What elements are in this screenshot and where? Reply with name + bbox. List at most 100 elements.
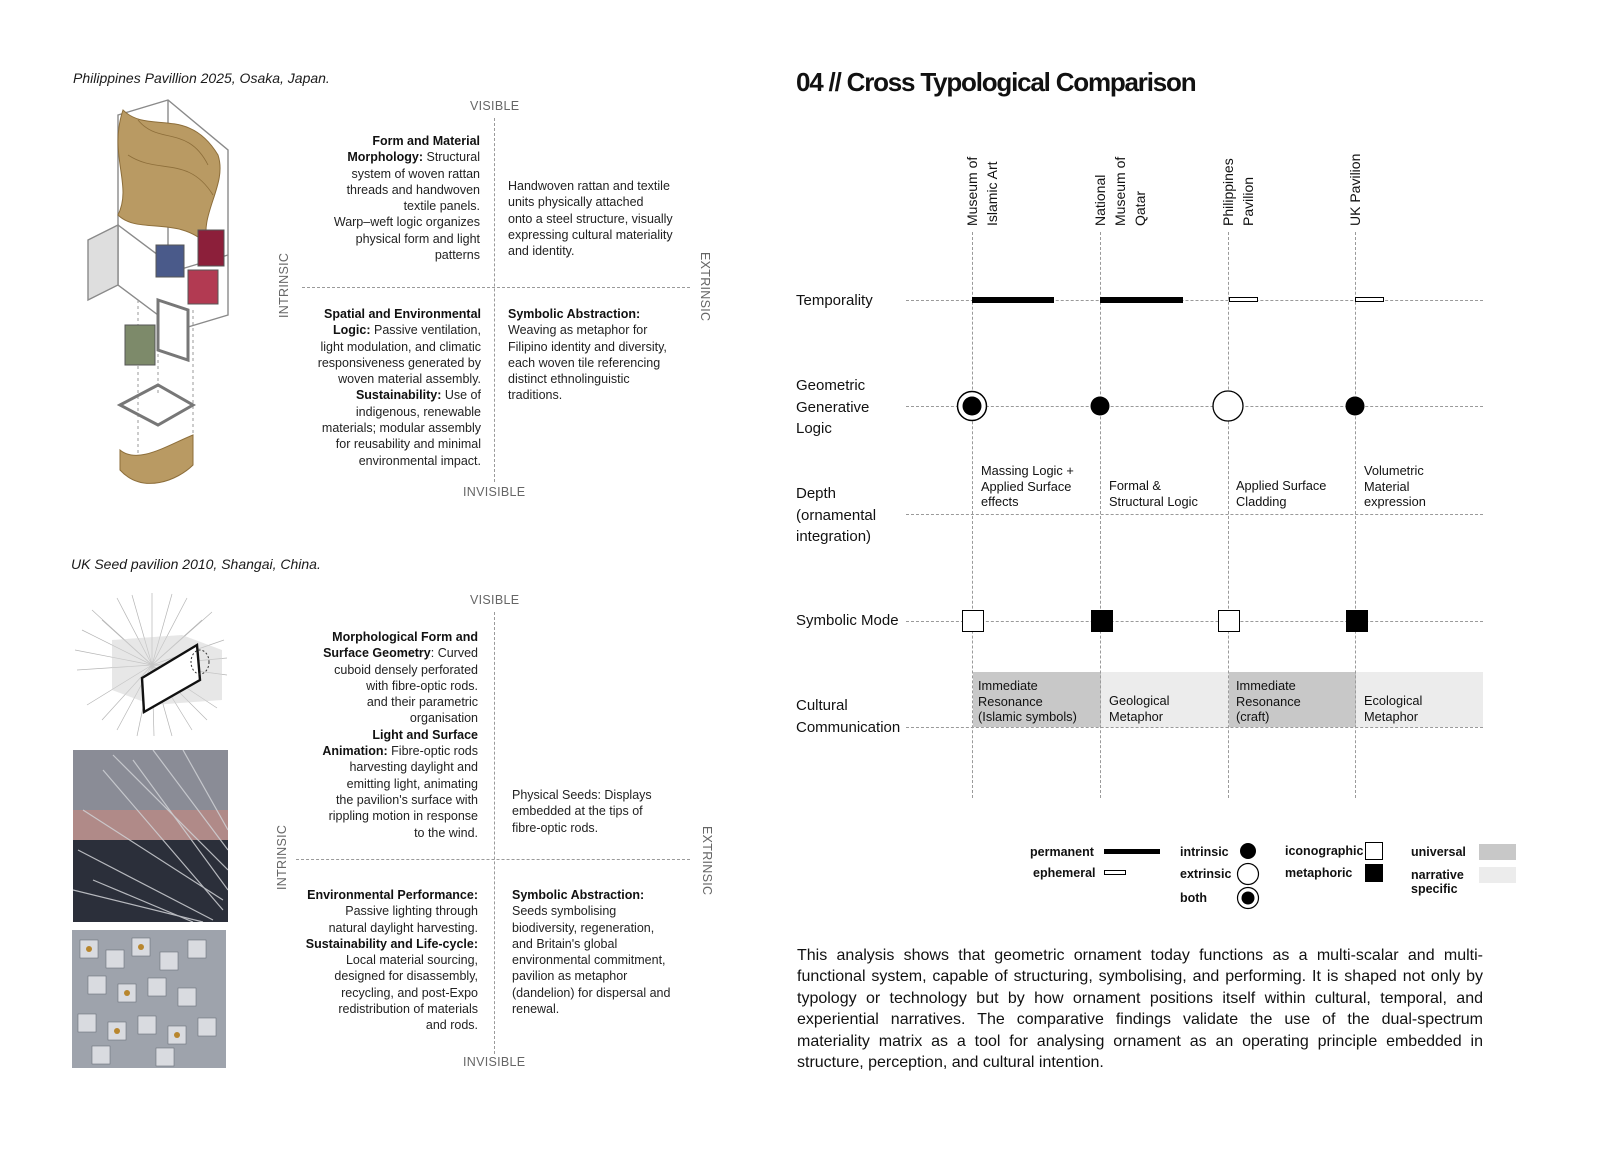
uk-rods-photo (73, 750, 228, 922)
uk-quadrant-invisible-extrinsic: Symbolic Abstraction: Seeds symbolising … (512, 887, 697, 1017)
uk-quadrant-invisible-intrinsic: Environmental Performance: Passive light… (290, 887, 478, 1034)
q1-heading: Form and Material (372, 134, 480, 148)
q2-line: onto a steel structure, visually (508, 211, 698, 227)
row-guide-depth (906, 514, 1483, 515)
uk-q3-line: redistribution of materials (290, 1001, 478, 1017)
legend-narrative-specific-label: narrative specific (1411, 868, 1464, 896)
uk-q4-line: Seeds symbolising (512, 903, 697, 919)
geometric-mark-extrinsic (1211, 389, 1245, 423)
column-label-line: Museum of (1110, 157, 1130, 226)
depth-cell-line: Volumetric (1364, 463, 1426, 479)
q1-line: physical form and light (300, 231, 480, 247)
q4-line: each woven tile referencing (508, 355, 698, 371)
legend-both-label: both (1180, 891, 1207, 905)
uk-q1-line: with fibre-optic rods. (300, 678, 478, 694)
page-title: 04 // Cross Typological Comparison (796, 67, 1195, 98)
column-label-line: National (1090, 157, 1110, 226)
q3-line: indigenous, renewable (290, 404, 481, 420)
uk-seed-cathedral-illustration (72, 590, 232, 740)
q1-text: Structural (427, 150, 481, 164)
q2-line: units physically attached (508, 194, 698, 210)
q3-text: Passive ventilation, (374, 323, 481, 337)
uk-q1-line: emitting light, animating (300, 776, 478, 792)
uk-q1-text: : Curved (431, 646, 478, 660)
depth-cell-line: Cladding (1236, 494, 1326, 510)
q3-line: light modulation, and climatic (290, 339, 481, 355)
legend-universal-label: universal (1411, 845, 1466, 859)
uk-q4-line: biodiversity, regeneration, (512, 920, 697, 936)
uk-q3-line: Passive lighting through (290, 903, 478, 919)
uk-q4-line: and Britain's global (512, 936, 697, 952)
q1-heading-2: Morphology: (347, 150, 423, 164)
uk-q3-line: designed for disassembly, (290, 968, 478, 984)
column-label-uk-pavilion: UK Pavilion (1345, 154, 1365, 226)
q3-line: responsiveness generated by (290, 355, 481, 371)
legend-metaphoric-swatch (1365, 864, 1383, 882)
row-guide-cultural (906, 727, 1483, 728)
row-guide-symbolic (906, 621, 1483, 622)
temporality-mark-permanent (972, 297, 1054, 303)
philippines-quadrant-invisible-extrinsic: Symbolic Abstraction: Weaving as metapho… (508, 306, 698, 404)
cultural-cell-line: Immediate (1236, 678, 1301, 694)
philippines-invisible-label: INVISIBLE (463, 485, 525, 499)
row-label-line: Logic (796, 418, 869, 440)
uk-q2-line: embedded at the tips of (512, 803, 692, 819)
symbolic-mark-iconographic (1218, 610, 1240, 632)
uk-q1-heading: Morphological Form and (332, 630, 478, 644)
uk-q2-line: Physical Seeds: Displays (512, 787, 692, 803)
cultural-cell-line: Geological (1109, 693, 1169, 709)
column-label-philippines-pavilion: Philippines Pavilion (1218, 158, 1258, 226)
row-label-line: Depth (796, 483, 876, 505)
philippines-caption: Philippines Pavillion 2025, Osaka, Japan… (73, 70, 330, 86)
column-label-line: UK Pavilion (1345, 154, 1365, 226)
q4-line: Filipino identity and diversity, (508, 339, 698, 355)
uk-q1-line: and their parametric (300, 694, 478, 710)
row-guide-geometric (906, 406, 1483, 407)
row-label-cultural-communication: Cultural Communication (796, 695, 900, 738)
column-label-museum-islamic-art: Museum of Islamic Art (962, 157, 1002, 226)
column-label-line: Pavilion (1238, 158, 1258, 226)
uk-q1-line: organisation (300, 710, 478, 726)
uk-q4-line: (dandelion) for dispersal and (512, 985, 697, 1001)
column-guide (1100, 232, 1101, 798)
uk-seeds-photo (72, 930, 226, 1068)
cultural-cell-line: Immediate (978, 678, 1077, 694)
row-label-line: Symbolic Mode (796, 610, 899, 632)
row-label-line: Temporality (796, 290, 873, 312)
uk-q3-heading-2: Sustainability and Life-cycle: (306, 937, 478, 951)
row-label-symbolic-mode: Symbolic Mode (796, 610, 899, 632)
uk-caption: UK Seed pavilion 2010, Shangai, China. (71, 556, 321, 572)
uk-q3-line: natural daylight harvesting. (290, 920, 478, 936)
legend-permanent-label: permanent (1030, 845, 1094, 859)
row-label-depth: Depth (ornamental integration) (796, 483, 876, 548)
uk-q1-line: rippling motion in response (300, 808, 478, 824)
row-label-line: Generative (796, 397, 869, 419)
cultural-cell-line: (Islamic symbols) (978, 709, 1077, 725)
uk-q1-heading-2: Surface Geometry (323, 646, 431, 660)
uk-extrinsic-label: EXTRINSIC (700, 826, 714, 895)
uk-quadrant-visible-intrinsic: Morphological Form and Surface Geometry:… (300, 629, 478, 841)
uk-q4-line: pavilion as metaphor (512, 968, 697, 984)
philippines-exploded-axonometric (78, 95, 258, 500)
legend-narrative-line: specific (1411, 882, 1464, 896)
legend-ephemeral-swatch (1104, 870, 1126, 875)
uk-q1-heading-3: Light and Surface (372, 728, 478, 742)
legend-iconographic-label: iconographic (1285, 844, 1363, 858)
depth-cell-line: Formal & (1109, 478, 1198, 494)
legend-narrative-swatch (1479, 867, 1516, 883)
q2-line: Handwoven rattan and textile (508, 178, 698, 194)
temporality-mark-ephemeral (1355, 297, 1384, 302)
legend-metaphoric-label: metaphoric (1285, 866, 1352, 880)
column-label-national-museum-qatar: National Museum of Qatar (1090, 157, 1150, 226)
cultural-cell: Ecological Metaphor (1364, 693, 1422, 724)
uk-visible-label: VISIBLE (470, 593, 519, 607)
uk-invisible-label: INVISIBLE (463, 1055, 525, 1069)
analysis-paragraph: This analysis shows that geometric ornam… (797, 945, 1483, 1073)
column-guide (1228, 232, 1229, 798)
legend-intrinsic-label: intrinsic (1180, 845, 1229, 859)
depth-cell: Formal & Structural Logic (1109, 478, 1198, 509)
column-guide (972, 232, 973, 798)
q2-line: expressing cultural materiality (508, 227, 698, 243)
cultural-cell-line: Metaphor (1364, 709, 1422, 725)
uk-q3-line: Local material sourcing, (290, 952, 478, 968)
